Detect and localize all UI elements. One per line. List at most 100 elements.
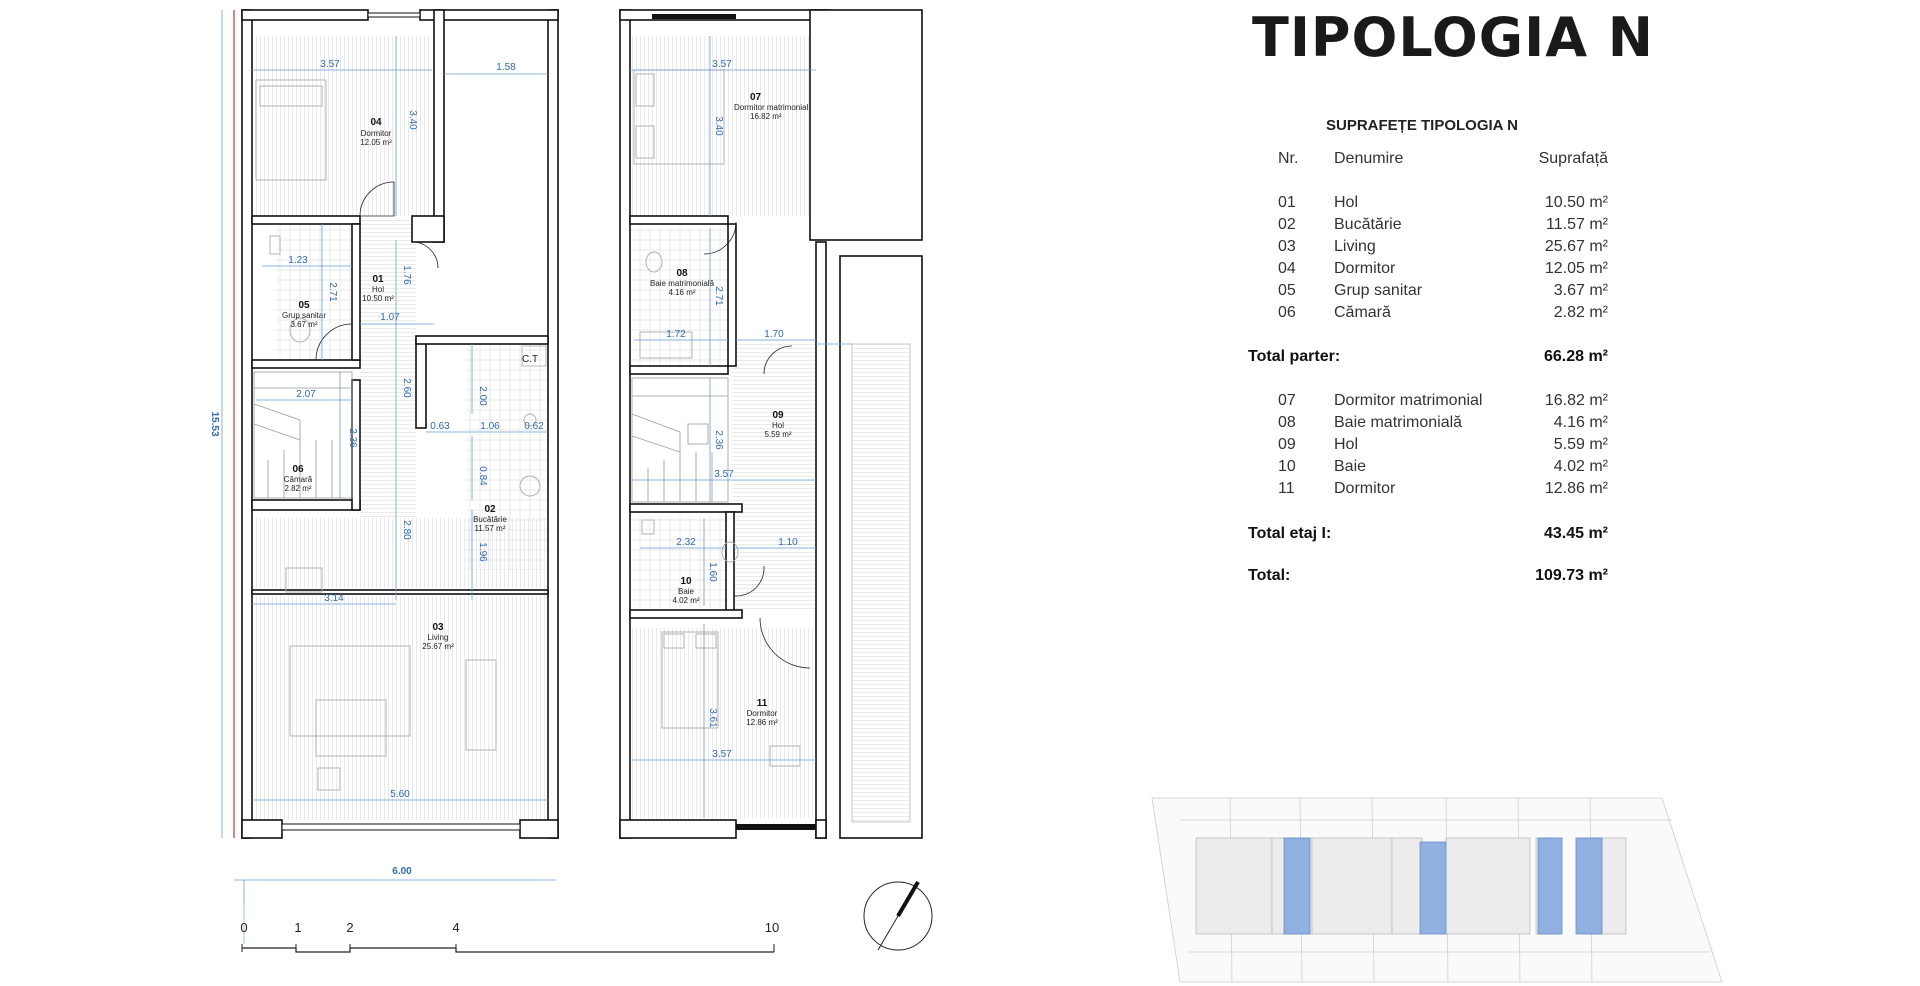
room-number: 10 <box>680 576 692 587</box>
table-row: 02 Bucătărie 11.57 m² <box>1248 216 1608 238</box>
row-area: 12.86 m² <box>1544 480 1608 497</box>
dimension-label: 2.00 <box>477 386 488 406</box>
table-header-row: Nr. Denumire Suprafață <box>1248 150 1608 172</box>
room-name: Hol <box>772 421 784 430</box>
total-row: Total: 109.73 m² <box>1248 567 1608 589</box>
total-ground-row: Total parter: 66.28 m² <box>1248 348 1608 370</box>
row-area: 4.16 m² <box>1553 414 1608 431</box>
room-area: 16.82 m² <box>750 112 782 121</box>
dimension-label: 15.53 <box>209 411 220 436</box>
wall <box>433 9 445 243</box>
furniture <box>255 79 541 791</box>
row-name: Living <box>1334 238 1376 255</box>
room-number: 01 <box>372 274 384 285</box>
room-number: 11 <box>757 698 768 709</box>
table-row: 03 Living 25.67 m² <box>1248 238 1608 260</box>
row-name: Hol <box>1334 194 1359 211</box>
door-swing <box>315 323 353 361</box>
technical-room-label: C.T <box>522 354 538 365</box>
row-area: 3.67 m² <box>1553 282 1608 299</box>
door-swing <box>759 617 811 669</box>
row-area: 4.02 m² <box>1553 458 1608 475</box>
row-area: 25.67 m² <box>1544 238 1608 255</box>
row-area: 12.05 m² <box>1544 260 1608 277</box>
upper-floor-plan: 07 Dormitor matrimonial 16.82 m² 08 Baie… <box>619 9 923 839</box>
row-nr: 04 <box>1278 260 1296 277</box>
row-name: Dormitor matrimonial <box>1334 392 1483 409</box>
wall <box>251 215 361 225</box>
dimension-label: 1.06 <box>480 421 500 432</box>
scale-tick-label: 1 <box>294 920 301 935</box>
row-nr: 03 <box>1278 238 1296 255</box>
dimension-label: 2.80 <box>401 520 412 540</box>
scale-bar: 0 1 2 4 10 <box>240 880 779 953</box>
room-number: 02 <box>484 504 496 515</box>
dimension-label: 2.32 <box>676 537 696 548</box>
row-area: 5.59 m² <box>1553 436 1608 453</box>
row-nr: 02 <box>1278 216 1296 233</box>
staircase <box>631 377 729 503</box>
wall <box>415 335 549 345</box>
wall <box>411 215 445 243</box>
wall <box>809 9 923 241</box>
row-name: Cămară <box>1334 304 1391 321</box>
row-name: Dormitor <box>1334 260 1396 277</box>
room-area: 4.02 m² <box>672 596 699 605</box>
floor-hatch <box>252 36 432 216</box>
dimension-label: 2.36 <box>347 428 358 448</box>
wall <box>629 365 729 375</box>
room-number: 06 <box>292 464 304 475</box>
door-swing <box>703 221 737 255</box>
room-area: 25.67 m² <box>422 642 454 651</box>
dimension-label: 2.60 <box>401 378 412 398</box>
wall <box>251 359 361 369</box>
door-swing <box>763 345 793 375</box>
col-name-header: Denumire <box>1334 150 1404 167</box>
col-nr-header: Nr. <box>1278 150 1299 167</box>
scale-tick-label: 2 <box>346 920 353 935</box>
site-key-plan <box>1151 797 1723 983</box>
room-area: 12.05 m² <box>360 138 392 147</box>
table-row: 11 Dormitor 12.86 m² <box>1248 480 1608 502</box>
page-title: TIPOLOGIA N <box>1252 6 1654 69</box>
staircase <box>253 371 353 499</box>
door-swing <box>411 241 439 269</box>
dimension-label: 0.62 <box>524 421 544 432</box>
total-label: Total: <box>1248 567 1291 584</box>
room-area: 3.67 m² <box>290 320 317 329</box>
table-row: 10 Baie 4.02 m² <box>1248 458 1608 480</box>
wall <box>629 215 729 225</box>
floor-hatch <box>360 220 416 520</box>
dimension-label: 1.70 <box>764 329 784 340</box>
total-upper-row: Total etaj I: 43.45 m² <box>1248 525 1608 547</box>
room-number: 07 <box>750 92 762 103</box>
dimension-label: 1.58 <box>496 62 516 73</box>
wall <box>727 223 737 367</box>
total-ground-label: Total parter: <box>1248 348 1341 365</box>
dimension-label: 2.71 <box>327 282 338 302</box>
wall <box>619 819 737 839</box>
room-number: 09 <box>772 410 784 421</box>
dimension-label: 0.84 <box>477 466 488 486</box>
dimension-label: 3.40 <box>407 110 418 130</box>
dimension-label: 1.23 <box>288 255 308 266</box>
wall <box>241 9 369 21</box>
row-nr: 05 <box>1278 282 1296 299</box>
row-name: Baie matrimonială <box>1334 414 1463 431</box>
bath-tiles <box>630 228 728 366</box>
window <box>367 12 421 18</box>
room-area: 2.82 m² <box>284 484 311 493</box>
wall <box>241 9 253 839</box>
room-name: Living <box>428 633 449 642</box>
dimension-label: 2.07 <box>296 389 316 400</box>
north-arrow-icon <box>863 880 933 951</box>
row-name: Baie <box>1334 458 1367 475</box>
table-row: 07 Dormitor matrimonial 16.82 m² <box>1248 392 1608 414</box>
window <box>736 824 816 830</box>
room-name: Dormitor <box>361 129 392 138</box>
kitchen-tiles <box>466 338 548 570</box>
row-area: 2.82 m² <box>1553 304 1608 321</box>
row-nr: 08 <box>1278 414 1296 431</box>
wall <box>629 609 743 619</box>
